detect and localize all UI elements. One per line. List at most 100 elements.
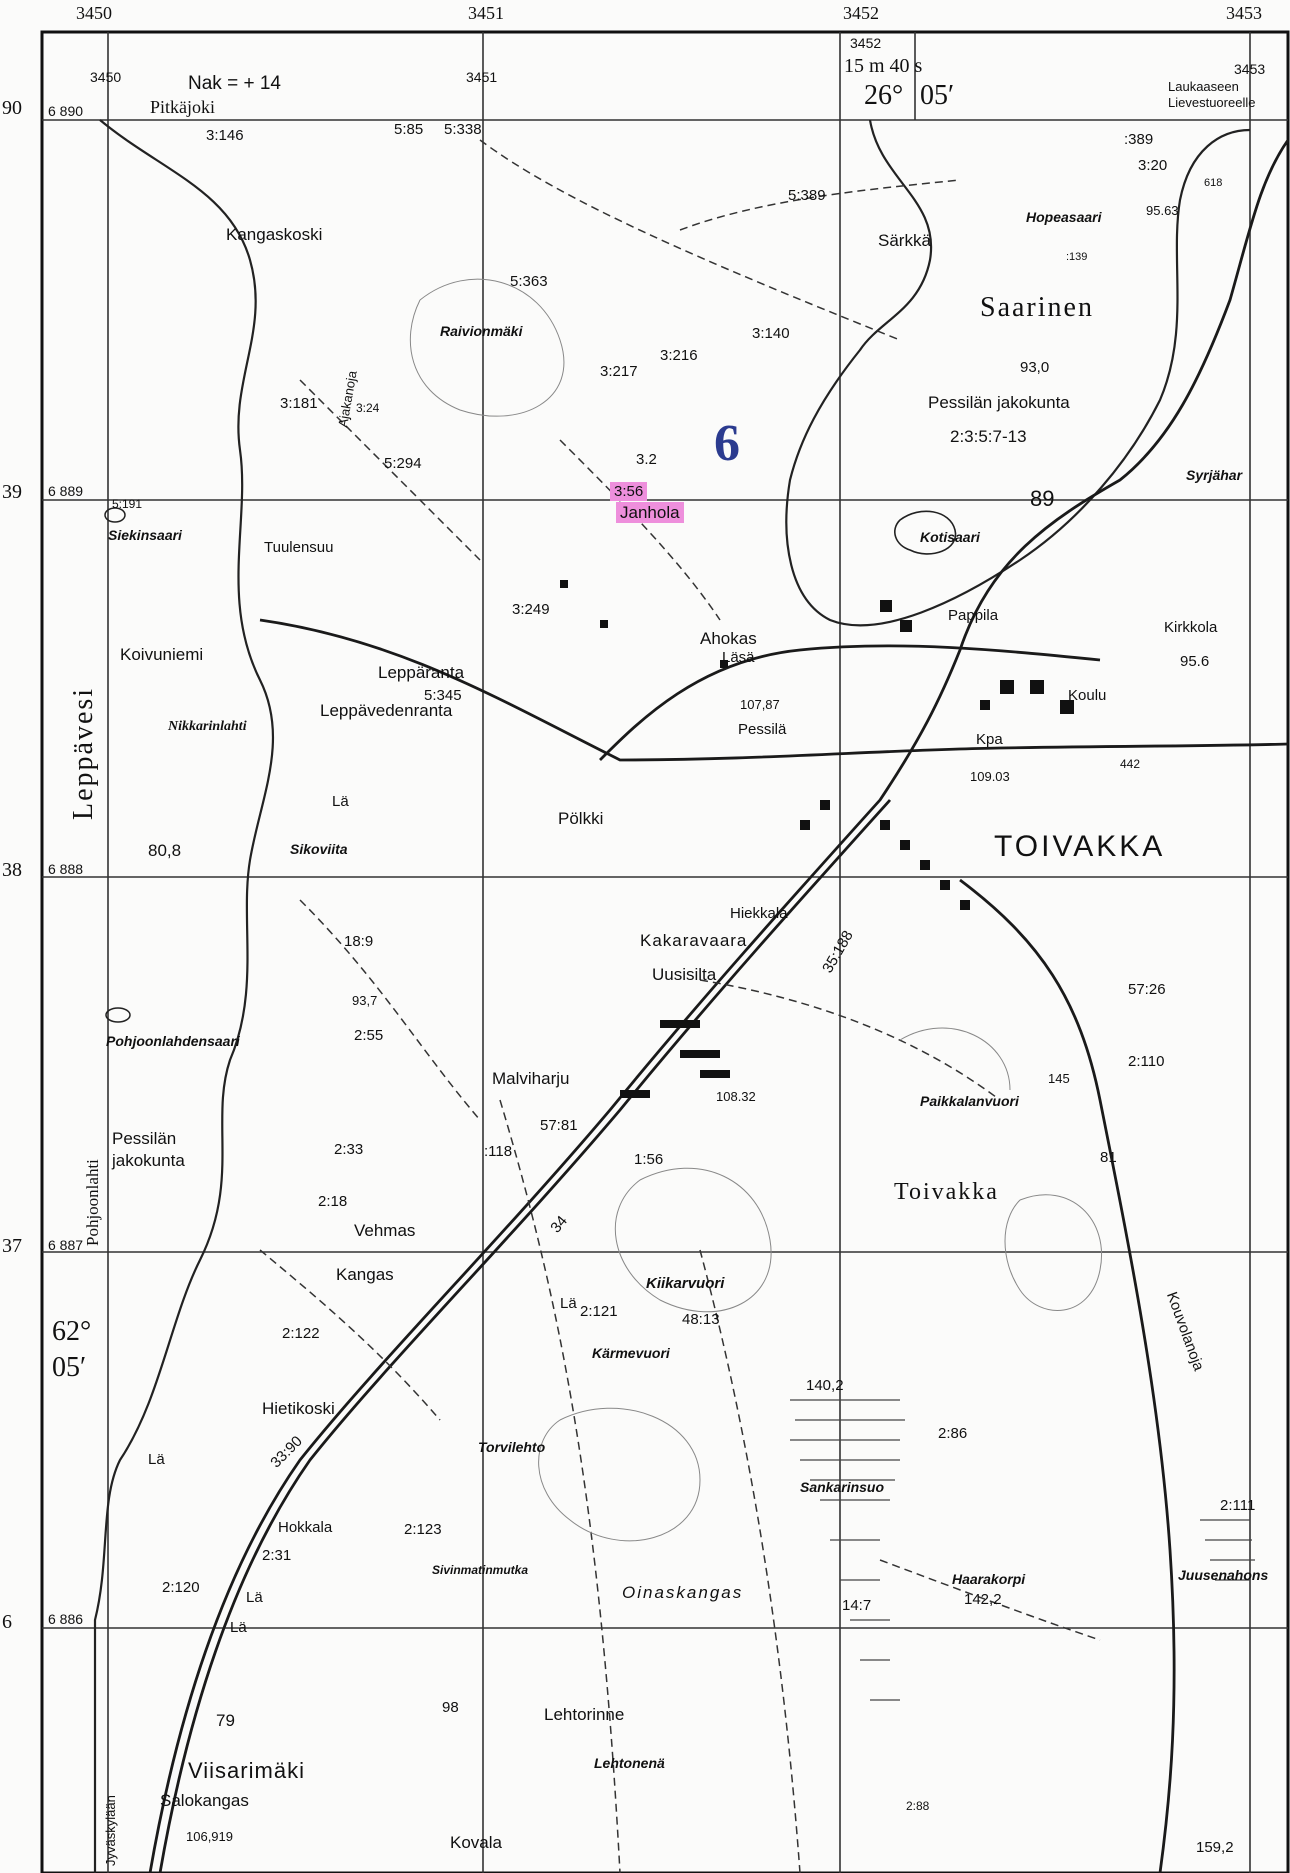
place-kovala: Kovala — [450, 1833, 502, 1852]
abbrev-la-5: Lä — [560, 1295, 577, 1312]
place-lehtorinne: Lehtorinne — [544, 1705, 625, 1724]
place-pitkajoki: Pitkäjoki — [150, 97, 216, 117]
num-189: 18:9 — [344, 933, 374, 950]
easting-inner-3453: 3453 — [1234, 61, 1266, 77]
place-toivakka: TOIVAKKA — [994, 830, 1166, 863]
num-2110: 2:110 — [1128, 1053, 1165, 1070]
northing-outer-90: 90 — [2, 97, 22, 119]
easting-top-3451: 3451 — [468, 3, 504, 23]
num-118: :118 — [484, 1143, 513, 1160]
place-kangaskoski: Kangaskoski — [226, 225, 323, 244]
num-618-north: 618 — [1204, 177, 1223, 189]
elev-93-7: 93,7 — [352, 993, 378, 1008]
num-2122: 2:122 — [282, 1325, 320, 1342]
elev-142-2: 142,2 — [964, 1591, 1002, 1608]
abbrev-la-2: Lä — [148, 1451, 165, 1468]
num-286: 2:86 — [938, 1425, 968, 1442]
num-320: 3:20 — [1138, 157, 1168, 174]
easting-inner-3451: 3451 — [466, 69, 498, 85]
place-leppavedenranta: Leppävedenranta — [320, 701, 453, 720]
num-2121: 2:121 — [580, 1303, 618, 1320]
place-pessilan-jakokunta: Pessilän jakokunta — [928, 393, 1070, 412]
handwritten-mark: 6 — [714, 415, 740, 472]
num-233: 2:33 — [334, 1141, 364, 1158]
elev-98: 98 — [442, 1699, 459, 1716]
contours — [409, 278, 1102, 1542]
num-218: 2:18 — [318, 1193, 348, 1210]
highlight-janhola: Janhola — [616, 502, 684, 523]
place-nikkarinlahti: Nikkarinlahti — [168, 719, 247, 734]
place-oinaskangas: Oinaskangas — [622, 1583, 744, 1602]
elev-140-2: 140,2 — [806, 1377, 844, 1394]
place-sankarinsuo: Sankarinsuo — [800, 1479, 885, 1495]
place-ahokas: Ahokas — [700, 629, 757, 648]
elev-95-63: 95.63 — [1146, 203, 1179, 218]
buildings — [560, 580, 1074, 1098]
place-koivuniemi: Koivuniemi — [120, 645, 204, 664]
place-koulu: Koulu — [1068, 687, 1107, 704]
grid-lines — [42, 32, 1288, 1873]
place-juusenahonsuo: Juusenahons — [1178, 1567, 1269, 1583]
place-lepparanta: Leppäranta — [378, 663, 465, 682]
elev-81: 81 — [1100, 1149, 1117, 1166]
place-haarakorpi: Haarakorpi — [952, 1571, 1026, 1587]
longitude-degrees: 26° — [864, 80, 904, 111]
longitude-minutes: 05′ — [920, 80, 955, 111]
place-kakaravaara: Kakaravaara — [640, 931, 748, 950]
easting-inner-3450: 3450 — [90, 69, 122, 85]
num-5363: 5:363 — [510, 273, 548, 290]
leppavesi-shoreline — [93, 119, 274, 1873]
place-salokangas: Salokangas — [160, 1791, 249, 1810]
num-139: :139 — [1066, 251, 1088, 263]
num-3216: 3:216 — [660, 347, 698, 364]
abbrev-la-4: Lä — [230, 1619, 247, 1636]
place-saarinen: Saarinen — [980, 292, 1094, 323]
place-pessilan-parcels: 2:3:5:7-13 — [950, 427, 1027, 446]
map-frame — [40, 30, 1290, 1873]
num-2120: 2:120 — [162, 1579, 200, 1596]
easting-inner-3452: 3452 — [850, 35, 882, 51]
num-442: 442 — [1120, 757, 1141, 771]
num-288: 2:88 — [906, 1799, 930, 1813]
place-kpa: Kpa — [976, 731, 1003, 748]
elev-106-919: 106,919 — [186, 1829, 233, 1844]
elev-159-2: 159,2 — [1196, 1839, 1234, 1856]
num-5294: 5:294 — [384, 455, 422, 472]
place-paikkalanvuori: Paikkalanvuori — [920, 1093, 1019, 1109]
place-torvilehto: Torvilehto — [478, 1439, 546, 1455]
abbrev-la-3: Lä — [246, 1589, 263, 1606]
northing-6888: 6 888 — [48, 861, 84, 877]
place-pohjoonlahdensaari: Pohjoonlahdensaari — [106, 1033, 240, 1049]
northing-6886: 6 886 — [48, 1611, 84, 1627]
num-585: 5:85 — [394, 121, 424, 138]
num-156: 1:56 — [634, 1151, 664, 1168]
num-5191: 5:191 — [112, 497, 143, 511]
kotisaari-island — [894, 510, 957, 555]
place-pohjoonlahti: Pohjoonlahti — [83, 1159, 102, 1246]
place-pessila: Pessilä — [738, 721, 787, 738]
num-231: 2:31 — [262, 1547, 292, 1564]
place-lehtonena: Lehtonenä — [594, 1755, 665, 1771]
place-hiekkala: Hiekkala — [730, 905, 788, 922]
place-hopeasaari: Hopeasaari — [1026, 209, 1102, 225]
northing-6887: 6 887 — [48, 1237, 84, 1253]
num-57-26: 57:26 — [1128, 981, 1166, 998]
elev-145: 145 — [1048, 1071, 1070, 1086]
num-5338: 5:338 — [444, 121, 482, 138]
place-kotisaari: Kotisaari — [920, 529, 980, 545]
num-5345: 5:345 — [424, 687, 462, 704]
num-2111: 2:111 — [1220, 1497, 1256, 1514]
num-255: 2:55 — [354, 1027, 384, 1044]
num-3217: 3:217 — [600, 363, 638, 380]
place-toivakka-area: Toivakka — [894, 1179, 999, 1205]
place-vehmas: Vehmas — [354, 1221, 416, 1240]
num-3249: 3:249 — [512, 601, 550, 618]
northing-outer-37: 37 — [2, 1235, 22, 1257]
place-jyvaskylaan: Jyväskylään — [103, 1795, 118, 1866]
num-4813: 48:13 — [682, 1311, 720, 1328]
num-147: 14:7 — [842, 1597, 872, 1614]
place-uusisilta: Uusisilta — [652, 965, 717, 984]
num-3181: 3:181 — [280, 395, 318, 412]
place-siekinsaari: Siekinsaari — [108, 527, 182, 543]
